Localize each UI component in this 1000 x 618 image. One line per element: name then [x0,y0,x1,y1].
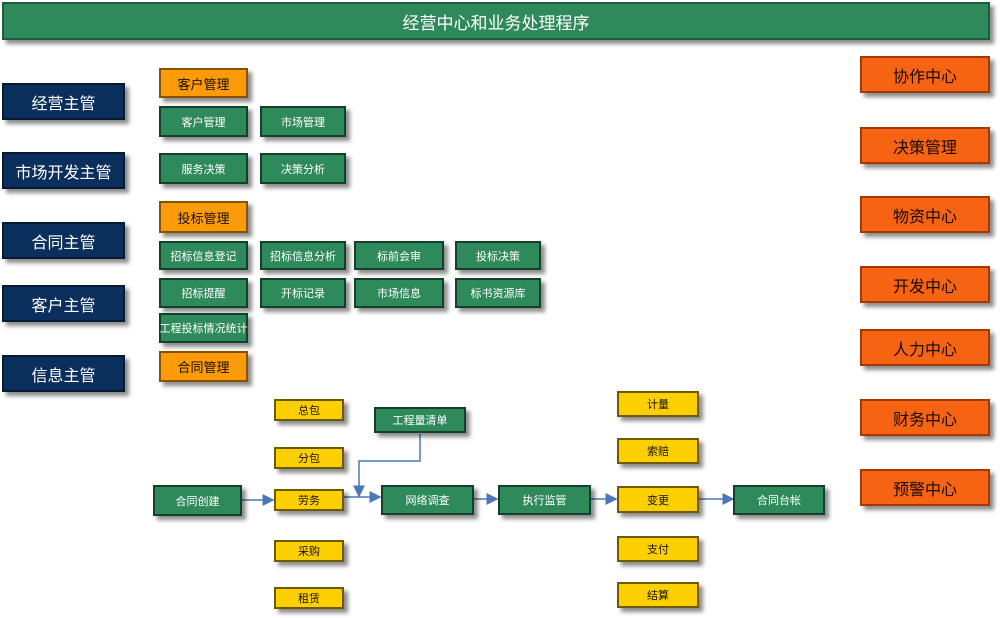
page-title: 经营中心和业务处理程序 [2,2,990,40]
node-change[interactable]: 变更 [617,486,699,513]
node-contract-create[interactable]: 合同创建 [153,485,242,516]
role-info-manager[interactable]: 信息主管 [2,355,125,392]
item-bid-statistics[interactable]: 工程投标情况统计 [159,313,248,343]
node-labor[interactable]: 劳务 [274,489,344,511]
item-bid-doc-library[interactable]: 标书资源库 [455,278,541,308]
section-contract-mgmt[interactable]: 合同管理 [159,351,248,382]
role-customer-manager[interactable]: 客户主管 [2,285,125,322]
item-market-mgmt[interactable]: 市场管理 [260,106,346,137]
node-execution-supervision[interactable]: 执行监管 [498,485,591,515]
item-bid-decision[interactable]: 投标决策 [455,241,541,270]
center-development[interactable]: 开发中心 [860,266,990,303]
center-finance[interactable]: 财务中心 [860,399,990,436]
item-bid-opening-record[interactable]: 开标记录 [260,278,346,308]
center-warning[interactable]: 预警中心 [860,469,990,506]
node-subcontract[interactable]: 分包 [274,447,344,469]
node-measurement[interactable]: 计量 [617,391,699,417]
item-bid-info-analysis[interactable]: 招标信息分析 [260,241,346,270]
node-leasing[interactable]: 租赁 [274,587,344,609]
center-collaboration[interactable]: 协作中心 [860,56,990,93]
arrow-bill-to-network [353,434,421,498]
center-decision[interactable]: 决策管理 [860,127,990,164]
item-service-decision[interactable]: 服务决策 [159,153,248,184]
node-settlement[interactable]: 结算 [617,582,699,608]
section-customer-mgmt[interactable]: 客户管理 [159,68,248,98]
role-contract-manager[interactable]: 合同主管 [2,222,125,259]
node-network-survey[interactable]: 网络调查 [381,485,474,515]
item-bid-info-register[interactable]: 招标信息登记 [159,241,248,270]
item-bid-reminder[interactable]: 招标提醒 [159,278,248,308]
item-market-info[interactable]: 市场信息 [354,278,444,308]
center-materials[interactable]: 物资中心 [860,196,990,233]
item-decision-analysis[interactable]: 决策分析 [260,153,346,184]
node-general-contract[interactable]: 总包 [274,399,344,421]
item-customer-mgmt[interactable]: 客户管理 [159,106,248,137]
item-pre-bid-review[interactable]: 标前会审 [354,241,444,270]
node-payment[interactable]: 支付 [617,536,699,562]
node-contract-ledger[interactable]: 合同台帐 [733,485,825,515]
role-market-dev-manager[interactable]: 市场开发主管 [2,152,125,189]
role-business-manager[interactable]: 经营主管 [2,83,125,120]
center-hr[interactable]: 人力中心 [860,329,990,366]
section-bid-mgmt[interactable]: 投标管理 [159,201,248,233]
node-claim[interactable]: 索赔 [617,438,699,464]
node-procurement[interactable]: 采购 [274,540,344,562]
node-bill-of-quantities[interactable]: 工程量清单 [374,407,466,433]
